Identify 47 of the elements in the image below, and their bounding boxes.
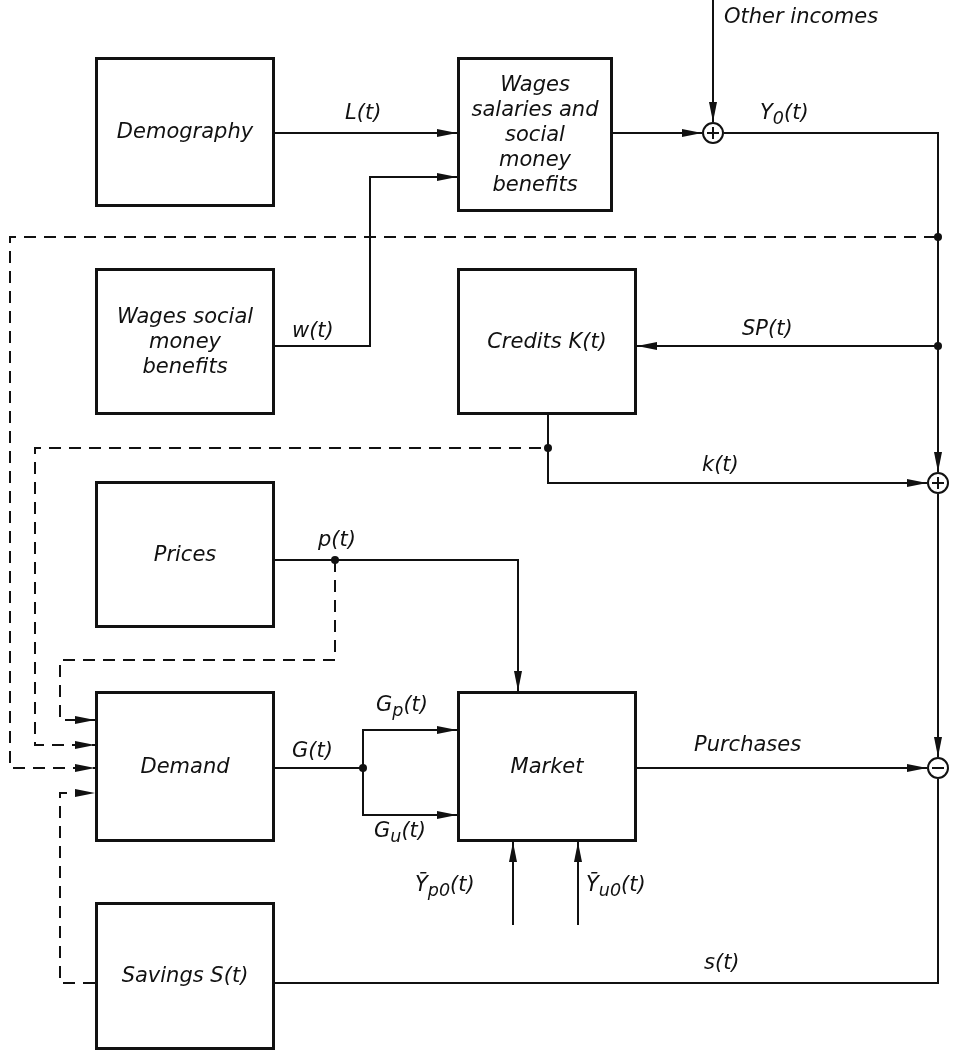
edge-label: k(t) [702, 452, 739, 478]
summing-junction [702, 122, 724, 144]
arrow [934, 493, 942, 758]
block-box [95, 481, 275, 628]
block-box [457, 691, 637, 842]
block-label: Demand [140, 753, 230, 780]
block-label: Savings S(t) [121, 963, 249, 989]
arrow [574, 841, 582, 926]
arrow [636, 764, 928, 772]
block-label: Market [510, 753, 584, 780]
block-box [95, 57, 275, 207]
block-box [95, 268, 275, 415]
block-box [457, 268, 637, 415]
edge-label: SP(t) [742, 316, 793, 342]
block-box [457, 57, 613, 212]
edge-label: G$_{u}$(t) [374, 818, 426, 848]
dashed-arrow [59, 789, 96, 984]
arrow [636, 132, 939, 350]
edge-label: Ȳ$_{p0}$(t) [415, 872, 475, 902]
edge-label: G$_{p}$(t) [376, 692, 428, 722]
edge-label: Other incomes [724, 4, 879, 30]
edge-label: Y$_{0}$(t) [760, 100, 809, 130]
arrow [612, 129, 703, 137]
edge-label: L(t) [345, 100, 382, 126]
block-box [95, 691, 275, 842]
block-label: Wages social money benefits [115, 303, 255, 380]
block-label: Demography [116, 119, 254, 145]
summing-junction [927, 757, 949, 779]
signal-label: G(t) [292, 738, 333, 764]
edge-label: Purchases [694, 732, 802, 758]
edge-label: s(t) [704, 950, 740, 976]
arrow [274, 767, 458, 819]
block-label: Credits K(t) [487, 328, 607, 355]
dashed-arrow [9, 132, 939, 772]
edge-label: p(t) [318, 527, 356, 553]
edge-label: w(t) [292, 318, 334, 344]
arrow [274, 129, 458, 137]
block-box [95, 902, 275, 1050]
arrow [509, 841, 517, 926]
block-label: Prices [153, 541, 217, 568]
arrow [709, 0, 717, 123]
edge-label: Ȳ$_{u0}$(t) [586, 872, 646, 902]
summing-junction [927, 472, 949, 494]
arrow [274, 173, 458, 347]
connector-line [274, 778, 939, 984]
block-label: Wages salaries and social money benefits [470, 71, 600, 198]
dashed-arrow [59, 559, 336, 724]
